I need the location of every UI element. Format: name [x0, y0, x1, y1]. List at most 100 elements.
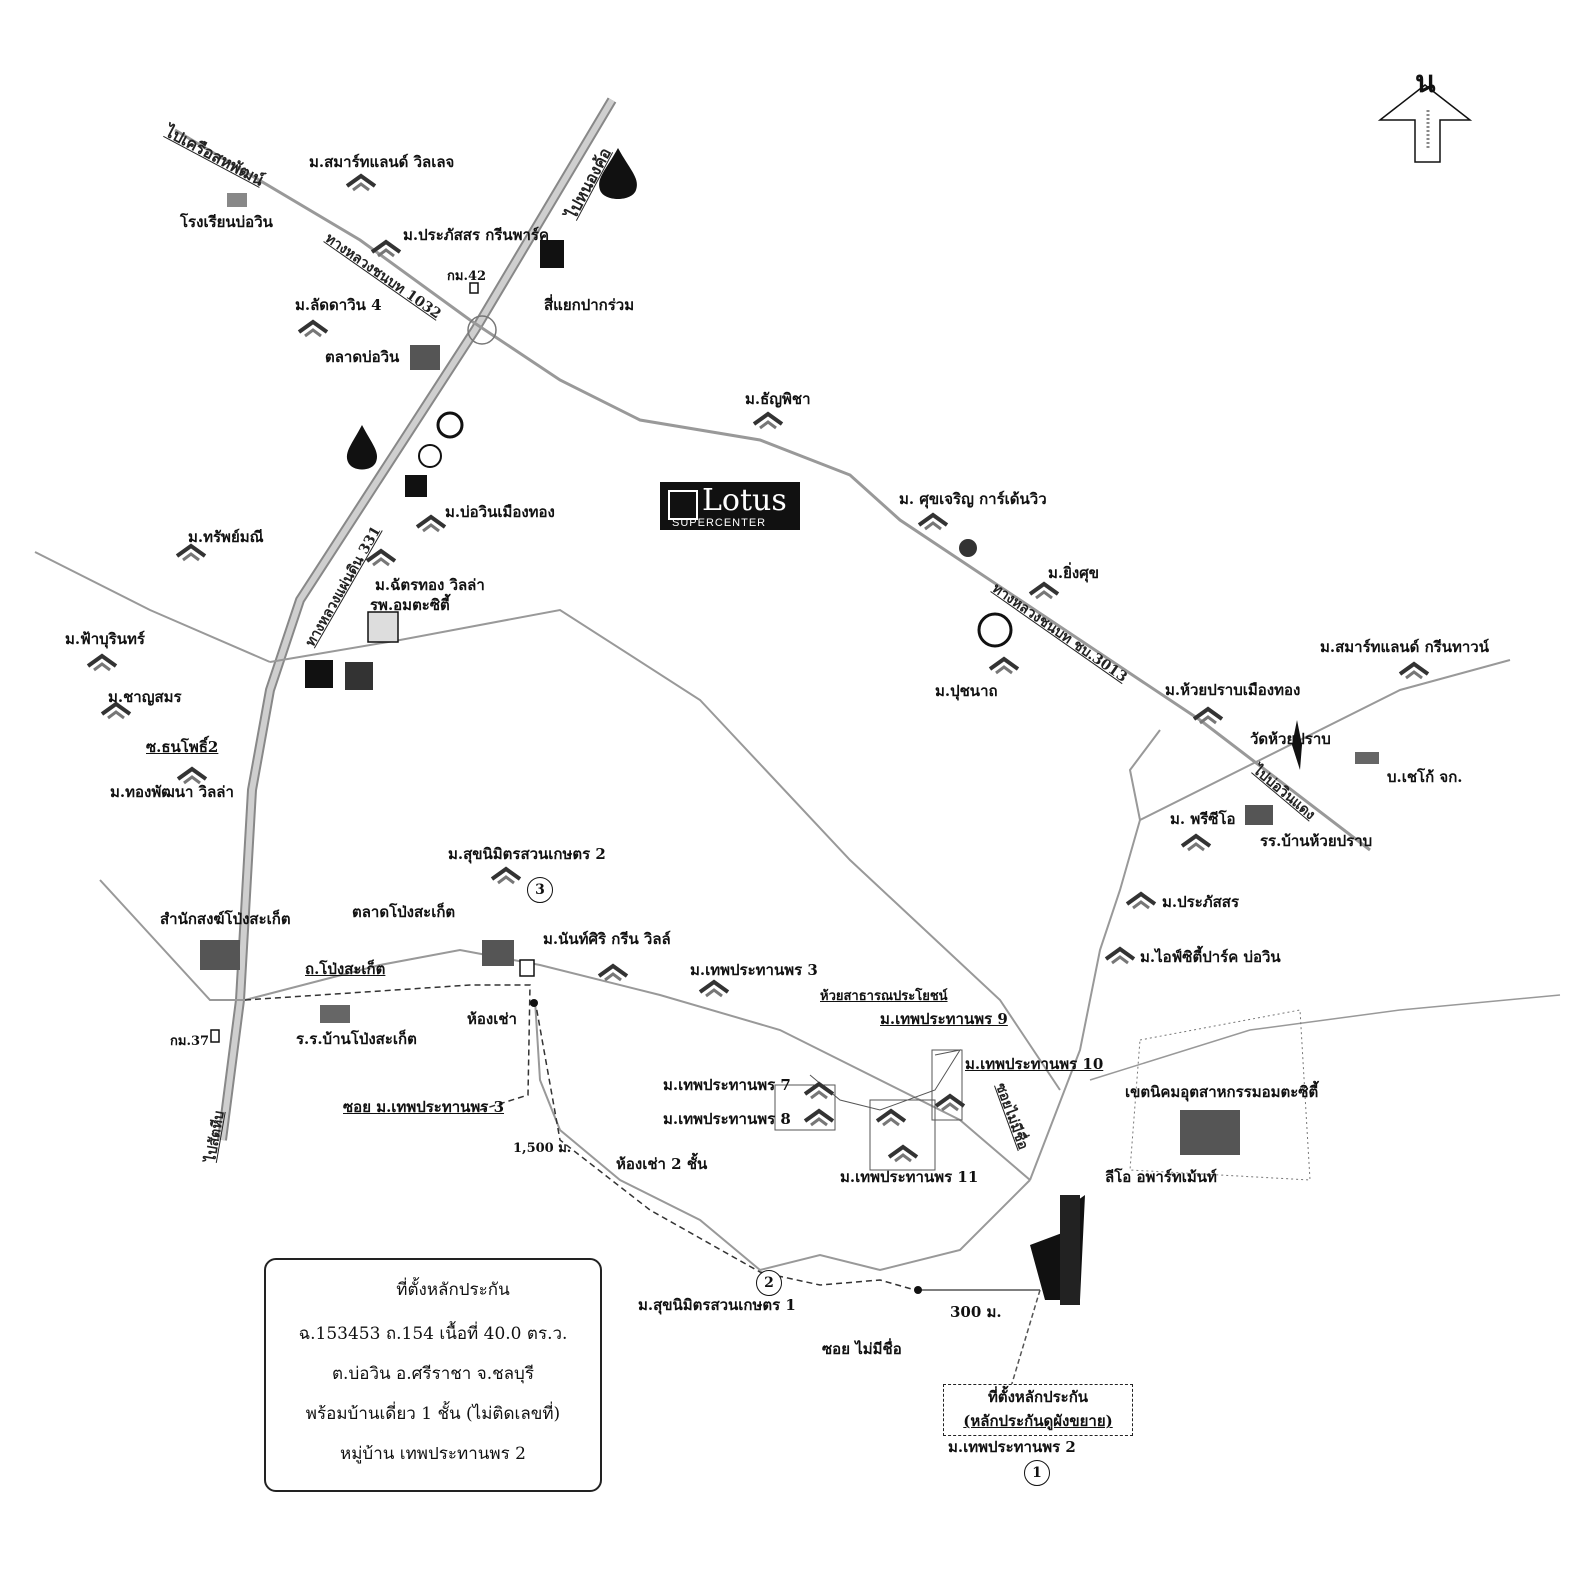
market-pongsaket-icon — [482, 940, 514, 966]
marker-2: 2 — [756, 1270, 782, 1296]
label-bowin-muangthong: ม.บ่อวินเมืองทอง — [445, 503, 555, 521]
fuel-drop-icon — [599, 148, 637, 199]
legend-line-4: หมู่บ้าน เทพประทานพร 2 — [340, 1444, 526, 1464]
factory-icon — [1180, 1110, 1240, 1155]
label-prapassorn: ม.ประภัสสร — [1162, 893, 1239, 911]
lotus-sub: SUPERCENTER — [672, 517, 767, 529]
label-sapmanee: ม.ทรัพย์มณี — [188, 528, 264, 546]
globe-icon — [959, 539, 977, 557]
house-icon — [345, 173, 377, 192]
label-prichio: ม. พรีซีโอ — [1170, 810, 1236, 828]
temple-icon — [1292, 720, 1302, 770]
road-west — [34, 551, 271, 663]
school-icon-pongsaket — [320, 1005, 350, 1023]
north-arrow-shape — [1377, 84, 1473, 163]
label-chatthong: ม.ฉัตรทอง วิลล่า — [375, 576, 485, 594]
house-icon — [1125, 891, 1157, 910]
house-icon — [415, 514, 447, 533]
label-soi-unnamed: ซอย ไม่มีชื่อ — [822, 1340, 902, 1358]
label-km42: กม.42 — [447, 269, 487, 284]
label-smartland-village: ม.สมาร์ทแลนด์ วิลเลจ — [309, 153, 455, 171]
north-label: น — [1415, 65, 1436, 100]
house-icon — [917, 512, 949, 531]
bank-icon-2 — [305, 660, 333, 688]
store-pongsaket-icon — [519, 959, 535, 977]
label-thongphatthana: ม.ทองพัฒนา วิลล่า — [110, 783, 234, 801]
label-ladawin4: ม.ลัดดาวิน 4 — [295, 296, 382, 314]
road-mid — [269, 608, 1061, 1091]
house-icon — [875, 1108, 907, 1127]
label-amata-estate: เขตนิคมอุตสาหกรรมอมตะซิตี้ — [1125, 1083, 1319, 1101]
house-icon — [887, 1144, 919, 1163]
lotus-logo: Lotus SUPERCENTER — [660, 482, 800, 530]
road-bottom — [99, 879, 1031, 1181]
house-icon — [1028, 581, 1060, 600]
house-icon — [370, 239, 402, 258]
legend-line-2: ต.บ่อวิน อ.ศรีราชา จ.ชลบุรี — [332, 1364, 534, 1384]
label-suk-nimit1: ม.สุขนิมิตรสวนเกษตร 1 — [638, 1296, 796, 1314]
house-icon — [597, 963, 629, 982]
label-huai-sarn: ห้วยสาธารณประโยชน์ — [820, 989, 948, 1004]
legend-box: ที่ตั้งหลักประกัน ฉ.153453 ถ.154 เนื้อที… — [264, 1258, 602, 1492]
lotus-brand: Lotus — [702, 483, 787, 518]
house-icon — [1192, 706, 1224, 725]
road-east-a — [1029, 729, 1161, 1181]
school-huaipra-icon — [1245, 805, 1273, 825]
label-thanphothi: ซ.ธนโพธิ์2 — [146, 738, 219, 756]
label-thep11: ม.เทพประทานพร 11 — [840, 1168, 979, 1186]
label-puchanat: ม.ปุชนาถ — [935, 682, 998, 700]
label-soi-thep3: ซอย ม.เทพประทานพร 3 — [343, 1098, 505, 1116]
store-icon — [405, 475, 427, 497]
legend-line-1: ฉ.153453 ถ.154 เนื้อที่ 40.0 ตร.ว. — [298, 1324, 568, 1344]
road-south-loop — [534, 999, 1031, 1272]
house-icon — [752, 411, 784, 430]
road-east-industrial — [1089, 994, 1561, 1081]
label-chayasamon: ม.ชาญสมร — [108, 688, 182, 706]
pin-sub: (หลักประกันดูผังขยาย) — [963, 1412, 1113, 1430]
label-wat-huaipra: วัดห้วยปราบ — [1250, 730, 1331, 748]
house-icon — [86, 653, 118, 672]
collateral-pin-box: ที่ตั้งหลักประกัน (หลักประกันดูผังขยาย) — [943, 1384, 1133, 1436]
company-checo-icon — [1355, 752, 1379, 764]
label-huaipra-muangthong: ม.ห้วยปราบเมืองทอง — [1165, 681, 1301, 699]
pin-title: ที่ตั้งหลักประกัน — [987, 1388, 1089, 1406]
label-thep10: ม.เทพประทานพร 10 — [965, 1055, 1104, 1073]
label-km37: กม.37 — [170, 1034, 210, 1049]
label-suk-nimit2: ม.สุขนิมิตรสวนเกษตร 2 — [448, 845, 606, 863]
house-icon — [176, 766, 208, 785]
house-icon — [698, 979, 730, 998]
label-checo: บ.เชโก้ จก. — [1387, 768, 1463, 786]
label-school-bowin: โรงเรียนบ่อวิน — [180, 213, 273, 231]
house-icon — [803, 1081, 835, 1100]
label-pongsaket-road: ถ.โป่งสะเก็ต — [305, 960, 386, 978]
label-room-rent: ห้องเช่า — [467, 1010, 517, 1028]
legend-line-3: พร้อมบ้านเดี่ยว 1 ชั้น (ไม่ติดเลขที่) — [305, 1404, 561, 1424]
house-icon — [934, 1093, 966, 1112]
label-smartland-green: ม.สมาร์ทแลนด์ กรีนทาวน์ — [1320, 638, 1489, 656]
label-fahburin: ม.ฟ้าบุรินทร์ — [65, 630, 145, 648]
label-pongsaket-school: ร.ร.บ้านโป่งสะเก็ต — [296, 1030, 417, 1048]
house-icon — [1180, 833, 1212, 852]
label-huaipra-school: รร.บ้านห้วยปราบ — [1260, 832, 1373, 850]
label-thep7: ม.เทพประทานพร 7 — [663, 1076, 791, 1094]
label-thep9: ม.เทพประทานพร 9 — [880, 1010, 1008, 1028]
km-post-icon-2 — [210, 1029, 220, 1043]
label-prapassorn-green: ม.ประภัสสร กรีนพาร์ค — [403, 226, 550, 244]
house-icon — [365, 548, 397, 567]
marker-3: 3 — [527, 877, 553, 903]
hospital-icon — [367, 611, 399, 643]
label-nanthasiri: ม.นันท์ศิริ กรีน วิลล์ — [543, 930, 671, 948]
label-dist-1500: 1,500 ม. — [513, 1141, 572, 1156]
label-amata-hosp: รพ.อมตะซิตี้ — [370, 596, 450, 614]
legend-title: ที่ตั้งหลักประกัน — [396, 1280, 510, 1300]
label-bowin-market: ตลาดบ่อวิน — [325, 348, 400, 366]
emblem-icon — [436, 411, 464, 439]
house-icon — [297, 319, 329, 338]
highway-1032 — [174, 128, 1371, 852]
label-leo-apartment: ลีโอ อพาร์ทเม้นท์ — [1105, 1168, 1217, 1186]
route-dashed — [244, 984, 531, 1111]
school-icon-bowin — [227, 193, 247, 207]
house-icon — [1398, 661, 1430, 680]
